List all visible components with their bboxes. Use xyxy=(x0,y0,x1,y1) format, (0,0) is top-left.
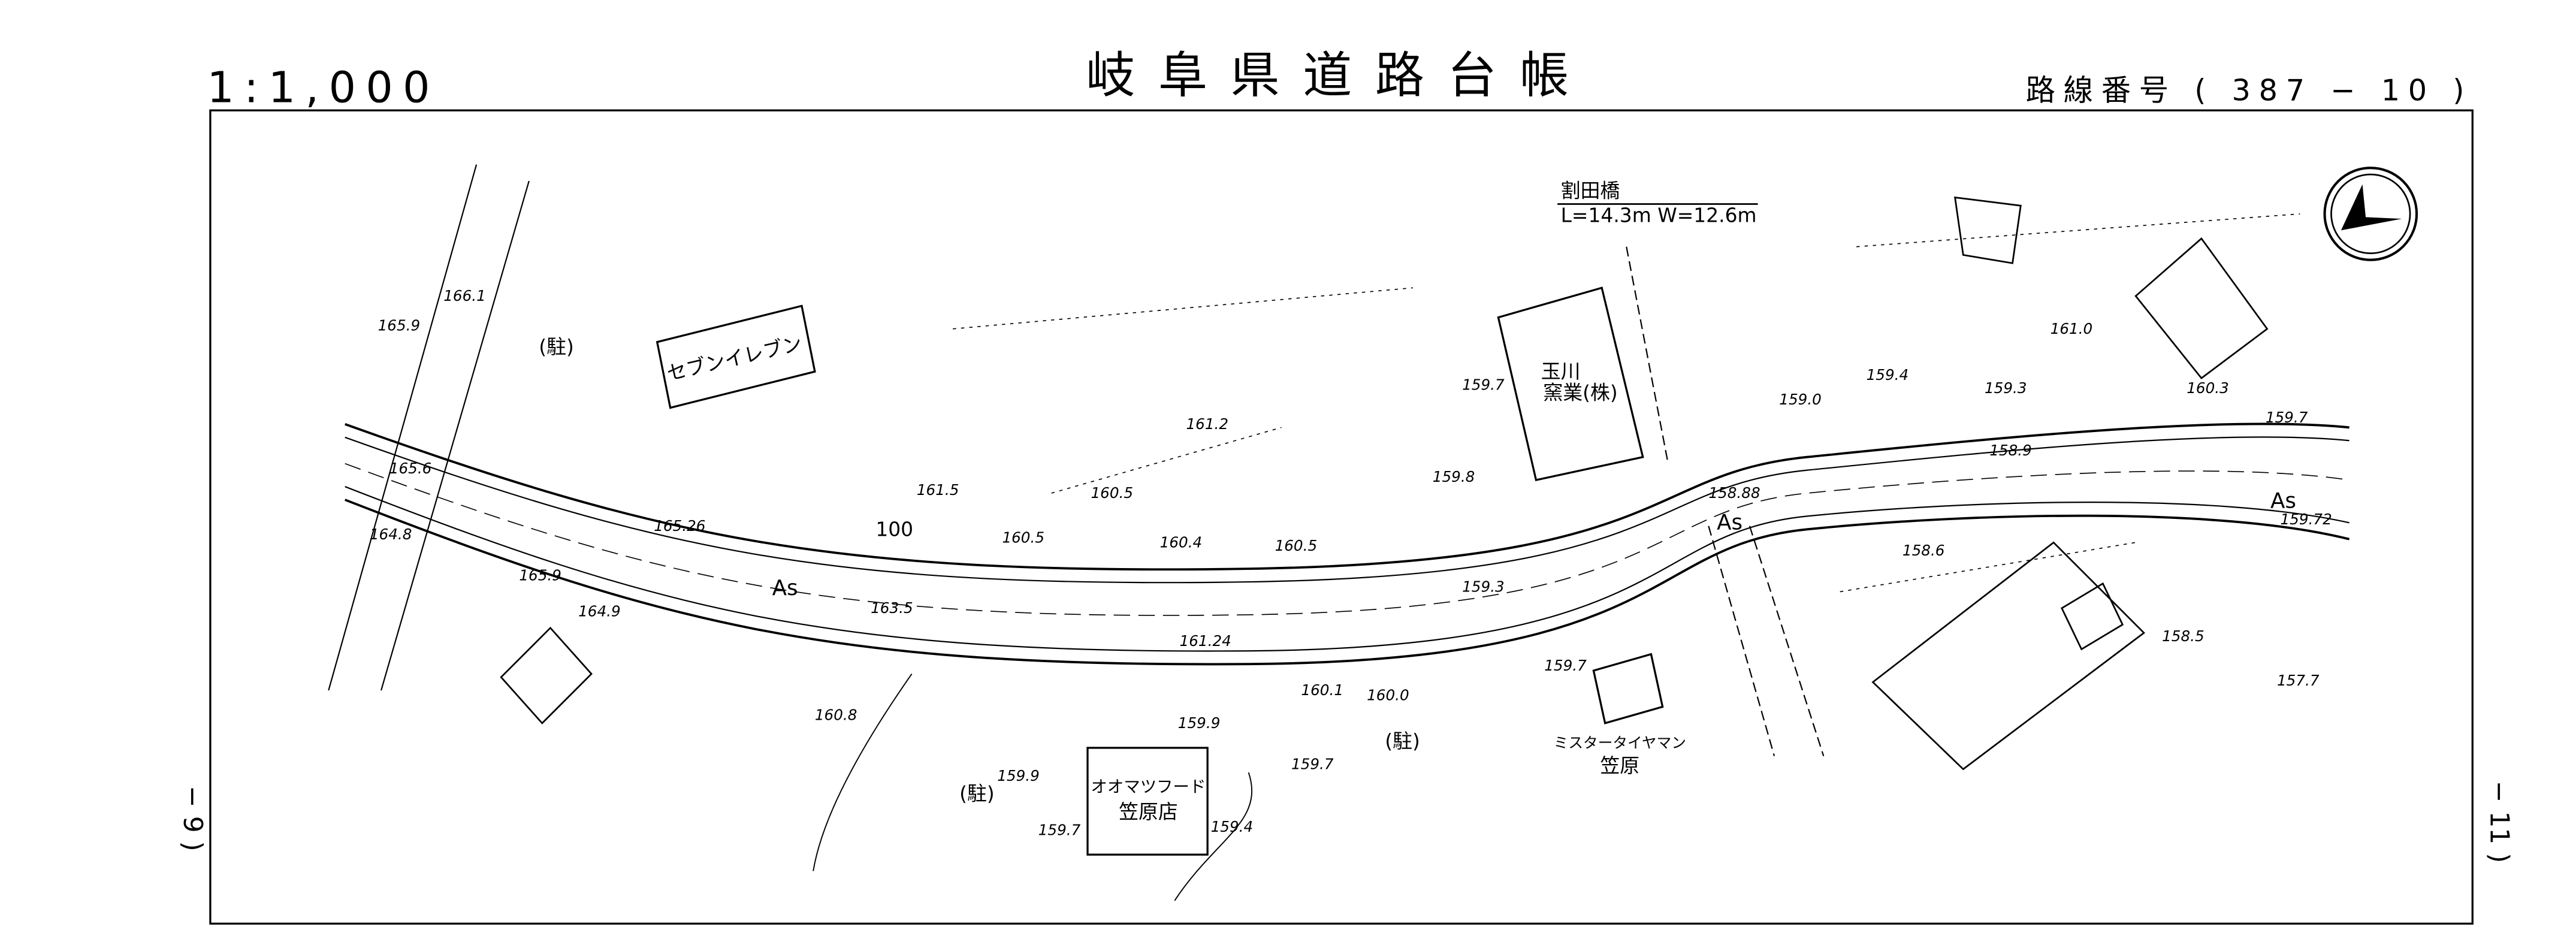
elevation: 159.7 xyxy=(2266,409,2308,426)
svg-text:オオマツフード: オオマツフード xyxy=(1091,778,1206,796)
svg-text:玉川: 玉川 xyxy=(1541,360,1581,383)
elevation: 160.4 xyxy=(1160,533,1203,551)
elevation: 161.2 xyxy=(1186,415,1229,433)
svg-text:ミスタータイヤマン: ミスタータイヤマン xyxy=(1554,734,1686,751)
station-label: 100 xyxy=(875,517,913,541)
elevation: 159.9 xyxy=(997,767,1040,784)
elevation: 159.7 xyxy=(1038,821,1081,838)
svg-text:笠原: 笠原 xyxy=(1600,754,1639,777)
elevation: 160.5 xyxy=(1002,529,1044,546)
elevation: 163.5 xyxy=(871,599,913,617)
elevation: 165.26 xyxy=(654,517,705,535)
surface-label: As xyxy=(772,576,798,600)
elevation: 161.5 xyxy=(917,481,959,499)
elevation: 165.6 xyxy=(389,460,432,477)
elevation: 161.0 xyxy=(2050,320,2093,337)
elevation: 159.72 xyxy=(2280,511,2332,528)
building-seven-eleven: セブンイレブン xyxy=(656,304,816,409)
elevation: 159.3 xyxy=(1462,578,1505,596)
parking-label: (駐) xyxy=(959,782,995,805)
north-arrow-icon xyxy=(2323,167,2418,261)
elevation: 159.0 xyxy=(1779,391,1822,408)
scale-label: 1:1,000 xyxy=(207,62,440,112)
parking-label: (駐) xyxy=(539,335,574,358)
elevation: 160.8 xyxy=(815,706,857,723)
map-frame xyxy=(209,109,2474,925)
elevation: 160.3 xyxy=(2187,379,2229,397)
elevation: 159.4 xyxy=(1867,366,1909,384)
elevation: 158.6 xyxy=(1902,542,1945,559)
bridge-dimensions: L=14.3m W=12.6m xyxy=(1561,204,1757,227)
elevation: 158.88 xyxy=(1708,484,1760,502)
elevation: 159.7 xyxy=(1462,376,1505,393)
elevation: 160.0 xyxy=(1367,686,1409,704)
elevation: 160.5 xyxy=(1275,537,1318,554)
elevation: 165.9 xyxy=(378,317,421,334)
road-route-387 xyxy=(328,164,2350,901)
building-omatsu-food: オオマツフード 笠原店 xyxy=(1086,747,1209,856)
elevation: 159.7 xyxy=(1291,756,1334,773)
svg-text:セブンイレブン: セブンイレブン xyxy=(665,331,804,385)
bridge-name: 割田橋 xyxy=(1561,179,1620,203)
elevation: 159.8 xyxy=(1433,468,1475,485)
elevation-points: 165.9 166.1 165.6 164.8 165.26 165.9 164… xyxy=(370,287,2332,838)
surface-label: As xyxy=(2270,489,2296,514)
elevation: 160.1 xyxy=(1301,681,1343,699)
elevation: 161.24 xyxy=(1180,632,1231,650)
elevation: 158.9 xyxy=(1989,442,2032,459)
building-tamagawa: 玉川 窯業(株) xyxy=(1497,286,1644,482)
elevation: 165.9 xyxy=(519,566,561,584)
parking-label: (駐) xyxy=(1385,729,1420,753)
svg-text:笠原店: 笠原店 xyxy=(1119,800,1178,823)
right-sheet-ref: − 11 ) xyxy=(2484,781,2514,864)
building-mister-tireman: ミスタータイヤマン 笠原 xyxy=(1554,653,1686,777)
route-number: 路線番号 ( 387 − 10 ) xyxy=(2026,73,2473,108)
other-buildings xyxy=(500,196,2269,771)
page-title: 岐阜県道路台帳 xyxy=(1086,47,1591,104)
elevation: 164.9 xyxy=(578,603,621,620)
elevation: 164.8 xyxy=(370,526,412,543)
elevation: 159.9 xyxy=(1178,714,1221,732)
elevation: 166.1 xyxy=(443,287,486,304)
elevation: 158.5 xyxy=(2162,627,2204,645)
surface-label: As xyxy=(1717,510,1743,535)
elevation: 159.4 xyxy=(1211,818,1254,835)
elevation: 160.5 xyxy=(1091,484,1133,502)
elevation: 157.7 xyxy=(2277,672,2320,689)
svg-text:窯業(株): 窯業(株) xyxy=(1543,381,1617,404)
left-sheet-ref: − 9 ) xyxy=(177,786,208,852)
elevation: 159.7 xyxy=(1544,657,1587,674)
elevation: 159.3 xyxy=(1985,379,2027,397)
